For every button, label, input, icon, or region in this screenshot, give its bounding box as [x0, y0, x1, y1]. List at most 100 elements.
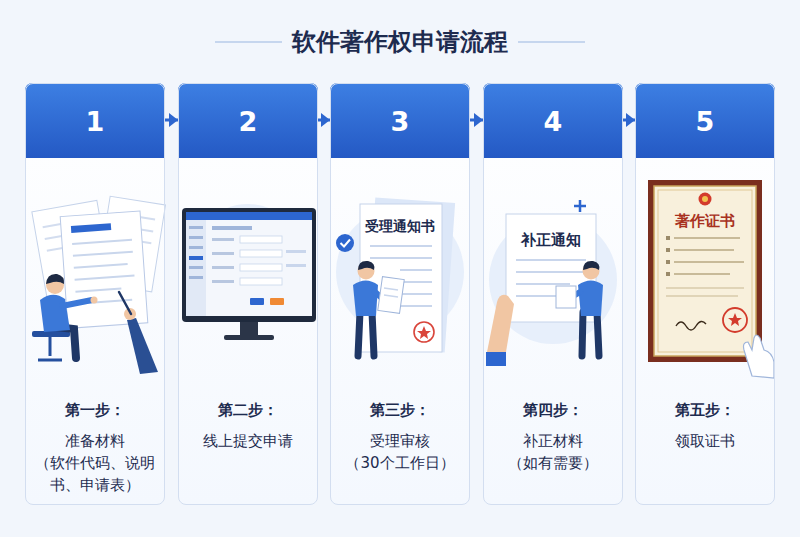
- step-card: 5 第五步： 领取证书: [635, 83, 775, 505]
- illustration-shape: [40, 295, 70, 332]
- illustration-shape: [182, 208, 316, 322]
- illustration-shape: [336, 234, 354, 252]
- illustration-shape: [582, 312, 599, 356]
- illustration-shape: [178, 83, 318, 505]
- illustration-shape: [286, 264, 306, 267]
- text-line: 第三步：: [335, 400, 465, 420]
- illustration-shape: [186, 220, 206, 316]
- step-card: 4第四步：补正材料 （如有需要）: [483, 83, 623, 505]
- illustration-shape: [666, 236, 670, 240]
- illustration-shape: [516, 295, 560, 297]
- illustration-shape: [666, 287, 744, 288]
- illustration-shape: [723, 308, 747, 332]
- step-description: 准备材料 （软件代码、说明 书、申请表）: [30, 430, 160, 496]
- diagram-title: 软件著作权申请流程: [0, 26, 800, 58]
- illustration-shape: [60, 211, 148, 328]
- text-line: （软件代码、说明: [30, 452, 160, 474]
- illustration-shape: [378, 277, 405, 314]
- illustration-shape: [654, 186, 756, 356]
- step-description: 线上提交申请: [183, 430, 313, 452]
- illustration-shape: [400, 305, 432, 307]
- illustration-shape: [483, 83, 623, 505]
- illustration-shape: [666, 260, 670, 264]
- illustration-shape: [487, 295, 514, 352]
- text-line: 领取证书: [640, 430, 770, 452]
- illustration-shape: [578, 281, 603, 317]
- card-headers: [25, 83, 775, 158]
- illustration-shape: [702, 196, 708, 202]
- text-line: （30个工作日）: [335, 452, 465, 474]
- illustration-shape: [75, 276, 135, 280]
- flow-connector: [470, 113, 483, 127]
- illustration-shape: [178, 83, 318, 158]
- illustration-shape: [518, 41, 585, 43]
- step-label: 第二步：: [183, 400, 313, 420]
- arrow-head: [169, 113, 178, 127]
- text-line: 线上提交申请: [183, 430, 313, 452]
- illustration-shape: [330, 83, 470, 505]
- illustration-shape: [74, 264, 128, 268]
- text-line: 受理审核: [335, 430, 465, 452]
- step-label: 第五步：: [640, 400, 770, 420]
- illustration-shape: [25, 83, 165, 158]
- illustration-shape: [658, 190, 752, 352]
- illustration-shape: [666, 248, 670, 252]
- illustration-shape: [699, 193, 712, 206]
- illustration-shape: [286, 250, 306, 253]
- illustration-shape: [674, 249, 734, 251]
- illustration-shape: [666, 295, 738, 296]
- illustration-shape: [353, 281, 378, 317]
- monitor-illustration: [182, 204, 316, 340]
- illustration-shape: [384, 288, 398, 290]
- arrow-head: [626, 113, 635, 127]
- step-description: 领取证书: [640, 430, 770, 452]
- illustration-shape: [91, 297, 98, 304]
- step-number: 4: [484, 84, 622, 159]
- illustration-shape: [240, 264, 282, 271]
- illustration-shape: [62, 300, 92, 306]
- illustration-shape: [38, 337, 62, 360]
- illustration-shape: [728, 313, 742, 326]
- step-label: 第四步：: [488, 400, 618, 420]
- illustration-shape: [483, 83, 623, 158]
- illustration-shape: [212, 252, 234, 255]
- illustration-shape: [676, 321, 706, 330]
- illustration-shape: [186, 212, 312, 220]
- illustration-shape: [400, 293, 432, 295]
- step-number: 5: [636, 84, 774, 159]
- illustration-shape: [240, 322, 258, 335]
- illustration-shape: [674, 273, 730, 275]
- text-line: 1: [26, 84, 164, 159]
- illustration-shape: [635, 83, 775, 158]
- illustration-shape: [240, 250, 282, 257]
- text-line: （如有需要）: [488, 452, 618, 474]
- illustration-shape: [75, 289, 121, 292]
- illustration-shape: [119, 292, 131, 314]
- illustration-shape: [341, 240, 351, 247]
- illustration-shape: [583, 261, 599, 270]
- illustration-shape: [240, 278, 282, 285]
- text-line: 第四步：: [488, 400, 618, 420]
- illustration-shape: [516, 283, 570, 285]
- illustration-shape: [189, 266, 203, 269]
- step-number: 3: [331, 84, 469, 159]
- text-line: 第二步：: [183, 400, 313, 420]
- illustration-shape: [574, 200, 586, 212]
- text-line: 第一步：: [30, 400, 160, 420]
- illustration-shape: [73, 252, 133, 256]
- illustration-shape: [674, 237, 740, 239]
- text-line: 书、申请表）: [30, 474, 160, 496]
- card-backgrounds: [25, 83, 775, 505]
- illustration-shape: [370, 245, 432, 247]
- illustration-shape: [370, 257, 432, 259]
- illustration-shape: [744, 335, 775, 378]
- text-line: 第五步：: [640, 400, 770, 420]
- illustration-shape: [212, 266, 234, 269]
- illustration-shape: [189, 276, 203, 279]
- illustration-shape: [212, 226, 252, 230]
- illustration-shape: [330, 83, 470, 158]
- step-card: 2第二步：线上提交申请: [178, 83, 318, 505]
- illustration-shape: [635, 83, 775, 505]
- illustration-shape: [384, 295, 398, 297]
- illustration-shape: [212, 238, 234, 241]
